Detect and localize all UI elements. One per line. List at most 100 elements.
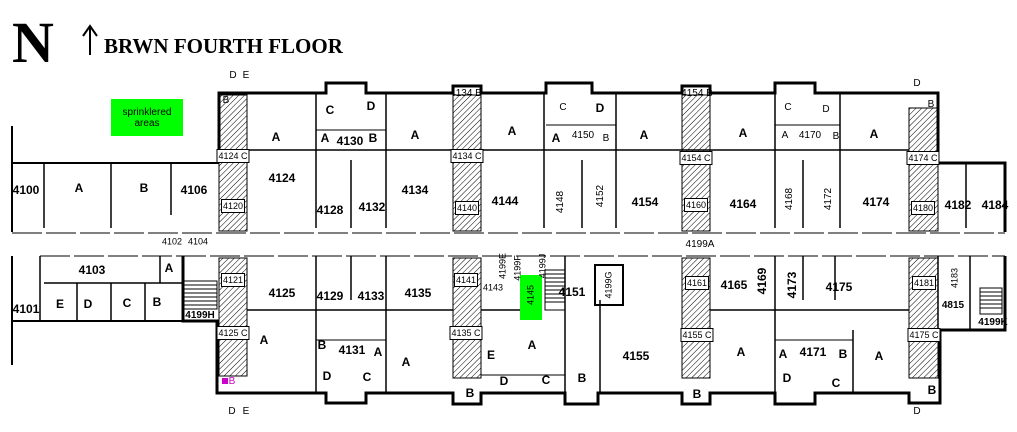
room-4106: 4106 [180, 183, 208, 197]
room-4199f: 4199F [512, 255, 523, 281]
room-4199j: 4199J [537, 253, 548, 279]
room-b: B [602, 133, 610, 144]
room-4199e: 4199E [497, 252, 508, 280]
room-c: C [559, 102, 567, 113]
room-4165: 4165 [720, 278, 748, 292]
room-4199g: 4199G [603, 271, 614, 299]
room-4131: 4131 [338, 343, 366, 357]
room-4173: 4173 [785, 271, 799, 299]
room-a: A [781, 130, 789, 141]
room-4129: 4129 [316, 289, 344, 303]
room-b: B [577, 371, 587, 385]
room-c: C [122, 296, 132, 310]
room-a: A [259, 333, 269, 347]
room-4144: 4144 [491, 194, 519, 208]
room-4169: 4169 [755, 267, 769, 295]
room-b: B [222, 95, 230, 106]
shaft-4140: 4140 [454, 201, 480, 215]
room-a: A [736, 345, 746, 359]
sprinklered-legend: sprinklered areas [111, 99, 183, 136]
room-b: B [832, 131, 840, 142]
room-c: C [362, 370, 372, 384]
room-a: A [410, 128, 420, 142]
room-b: B [838, 347, 848, 361]
room-4183: 4183 [949, 267, 960, 289]
room-4171: 4171 [799, 345, 827, 359]
room-c: C [541, 373, 551, 387]
room-c: C [784, 102, 792, 113]
room-4154: 4154 [631, 195, 659, 209]
shaft-4121: 4121 [220, 273, 246, 287]
room-a: A [869, 127, 879, 141]
room-4135: 4135 [404, 286, 432, 300]
room-a: A [527, 338, 537, 352]
room-d: D [322, 369, 332, 383]
shaft-4120: 4120 [220, 199, 246, 213]
room-d: D [595, 101, 605, 115]
exit-label: D [229, 70, 237, 81]
room-a: A [738, 126, 748, 140]
shaft-4154-c: 4154 C [679, 151, 713, 165]
bay-4134-b: 4134 B [450, 88, 482, 99]
shaft-4141: 4141 [453, 273, 479, 287]
shaft-4155-c: 4155 C [680, 328, 714, 342]
room-4134: 4134 [401, 183, 429, 197]
exit-label: D [913, 78, 921, 89]
room-d: D [782, 371, 792, 385]
shaft-4134-c: 4134 C [450, 149, 484, 163]
room-4130: 4130 [336, 134, 364, 148]
exit-label: D [913, 406, 921, 417]
room-4143: 4143 [482, 282, 504, 293]
shaft-4125-c: 4125 C [216, 326, 250, 340]
room-e: E [486, 348, 496, 362]
bay-4154-b: 4154 B [681, 88, 713, 99]
room-a: A [778, 347, 788, 361]
room-a: A [74, 181, 84, 195]
room-4150: 4150 [571, 130, 595, 141]
sprinklered-room-4145 [520, 275, 542, 320]
room-4100: 4100 [12, 183, 40, 197]
room-4182: 4182 [944, 198, 972, 212]
shaft-4175-c: 4175 C [907, 328, 941, 342]
room-a: A [874, 349, 884, 363]
room-a: A [320, 131, 330, 145]
room-4102: 4102 [161, 236, 183, 247]
shaft-4181: 4181 [911, 276, 937, 290]
room-4155: 4155 [622, 349, 650, 363]
room-a: A [401, 355, 411, 369]
room-d: D [366, 99, 376, 113]
exit-label: E [242, 70, 250, 81]
room-4101: 4101 [12, 302, 40, 316]
exit-label: D [228, 406, 236, 417]
room-e: E [55, 297, 65, 311]
room-4151: 4151 [558, 285, 586, 299]
room-a: A [164, 261, 174, 275]
room-4125: 4125 [268, 286, 296, 300]
room-b: B [152, 295, 162, 309]
corridor-4199a: 4199A [685, 239, 715, 250]
room-b: B [927, 383, 937, 397]
room-4128: 4128 [316, 203, 344, 217]
room-4164: 4164 [729, 197, 757, 211]
room-a: A [551, 131, 561, 145]
shaft-4124-c: 4124 C [216, 149, 250, 163]
room-c: C [325, 103, 335, 117]
room-d: D [499, 374, 509, 388]
room-4199h: 4199H [185, 310, 215, 321]
room-4124: 4124 [268, 171, 296, 185]
room-4815: 4815 [941, 300, 965, 311]
shaft-4180: 4180 [910, 201, 936, 215]
room-d: D [83, 297, 93, 311]
room-4145: 4145 [525, 284, 536, 306]
marker-square [222, 378, 228, 384]
shaft-4160: 4160 [683, 198, 709, 212]
room-4175: 4175 [825, 280, 853, 294]
shaft-4135-c: 4135 C [449, 326, 483, 340]
page-title: BRWN FOURTH FLOOR [104, 34, 343, 58]
room-b: B [692, 387, 702, 401]
shaft-4161: 4161 [684, 276, 710, 290]
room-a: A [373, 345, 383, 359]
room-4199k: 4199K [978, 317, 1008, 328]
